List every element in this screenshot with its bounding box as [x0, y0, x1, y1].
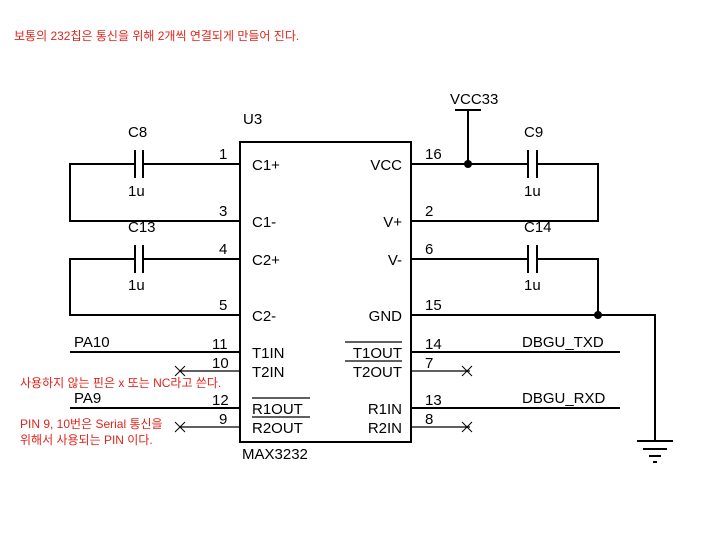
junction-dot — [594, 311, 602, 319]
pin-number: 8 — [425, 411, 433, 428]
pin-name: V+ — [383, 214, 402, 231]
pin-number: 7 — [425, 355, 433, 372]
pin-name: C1- — [252, 214, 276, 231]
cap-c14-value: 1u — [524, 277, 541, 294]
pin-name: T2OUT — [353, 364, 402, 381]
pin-number: 13 — [425, 392, 442, 409]
pin-number: 11 — [212, 336, 228, 353]
net-dbgu-txd: DBGU_TXD — [522, 334, 604, 351]
pin-number: 1 — [219, 146, 227, 163]
note-serial-line1: PIN 9, 10번은 Serial 통신을 — [20, 417, 163, 431]
cap-c14 — [450, 245, 599, 315]
pin-name: R2OUT — [252, 420, 303, 437]
pin-name: T1IN — [252, 345, 285, 362]
pin-name: T2IN — [252, 364, 285, 381]
pin-number: 10 — [212, 355, 229, 372]
junction-dot — [464, 160, 472, 168]
cap-c9-value: 1u — [524, 183, 541, 200]
net-dbgu-rxd: DBGU_RXD — [522, 390, 606, 407]
left-pin-stubs — [70, 163, 240, 428]
cap-c9 — [450, 150, 599, 222]
note-top: 보통의 232칩은 통신을 위해 2개씩 연결되게 만들어 진다. — [14, 29, 299, 43]
pin-number: 16 — [425, 146, 442, 163]
chip-part: MAX3232 — [242, 446, 308, 463]
pin-name: C2- — [252, 308, 276, 325]
cap-c9-ref: C9 — [524, 124, 543, 141]
cap-c13-value: 1u — [128, 277, 145, 294]
pin-number: 12 — [212, 392, 229, 409]
chip-ref: U3 — [243, 111, 262, 128]
pin-number: 4 — [219, 241, 227, 258]
pin-name: C2+ — [252, 252, 280, 269]
pin-number: 2 — [425, 203, 433, 220]
cap-c14-ref: C14 — [524, 219, 552, 236]
pin-name: C1+ — [252, 157, 280, 174]
pin-name: T1OUT — [353, 345, 402, 362]
vcc-power-symbol — [455, 109, 481, 168]
nc-cross-icon — [174, 421, 186, 433]
cap-c8-ref: C8 — [128, 124, 147, 141]
cap-c8-value: 1u — [128, 183, 145, 200]
ground-net — [450, 311, 656, 440]
pin-name: R2IN — [368, 420, 402, 437]
nc-cross-icon — [461, 365, 473, 377]
nc-markers — [174, 365, 473, 433]
vcc-net-label: VCC33 — [450, 91, 498, 108]
pin-name: R1IN — [368, 401, 402, 418]
nc-cross-icon — [174, 365, 186, 377]
pin-name: GND — [369, 308, 403, 325]
cap-c8 — [69, 150, 205, 222]
chip-body — [239, 141, 412, 443]
ground-icon — [637, 440, 673, 463]
pin-number: 15 — [425, 297, 442, 314]
pin-number: 5 — [219, 297, 227, 314]
net-pa10: PA10 — [74, 334, 110, 351]
note-serial-line2: 위해서 사용되는 PIN 이다. — [20, 433, 153, 447]
pin-number: 9 — [219, 411, 227, 428]
note-unused-pins: 사용하지 않는 핀은 x 또는 NC라고 쓴다. — [20, 376, 221, 390]
nc-cross-icon — [461, 421, 473, 433]
pin-name: R1OUT — [252, 401, 303, 418]
right-pin-stubs — [411, 163, 620, 428]
pin-name: VCC — [370, 157, 402, 174]
pin-name: V- — [388, 252, 402, 269]
pin-number: 6 — [425, 241, 433, 258]
pin-number: 14 — [425, 336, 442, 353]
cap-c13-ref: C13 — [128, 219, 156, 236]
cap-c13 — [69, 245, 205, 316]
net-pa9: PA9 — [74, 390, 101, 407]
pin-number: 3 — [219, 203, 227, 220]
